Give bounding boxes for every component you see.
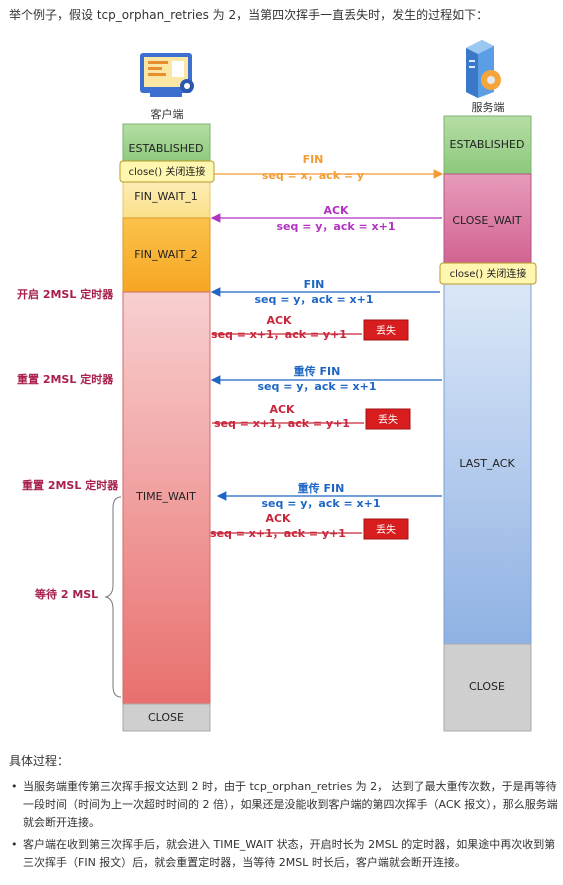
msg-2-detail: seq = y，ack = x+1 [276, 220, 395, 233]
lost-badge-1-label: 丢失 [376, 324, 396, 337]
server-close-button-label: close() 关闭连接 [450, 267, 527, 280]
msg-1-title: FIN [303, 153, 324, 166]
lost-badge-2-label: 丢失 [378, 413, 398, 426]
lost-badge-1 [363, 319, 409, 341]
client-state-time-wait [122, 291, 211, 705]
msg-7-detail: seq = y，ack = x+1 [261, 497, 380, 510]
client-label: 客户端 [151, 107, 184, 121]
server-state-established [443, 115, 532, 175]
timer-wait-label: 等待 2 MSL [34, 587, 98, 601]
msg-8-detail: seq = x+1，ack = y+1 [210, 527, 346, 540]
msg-1-detail: seq = x，ack = y [262, 169, 364, 182]
server-label: 服务端 [472, 101, 505, 114]
client-state-fin-wait-2 [122, 217, 211, 293]
details-title: 具体过程： [9, 754, 70, 768]
msg-5-title: 重传 FIN [294, 364, 341, 378]
msg-6-title: ACK [269, 403, 295, 416]
client-established-label: ESTABLISHED [129, 142, 204, 155]
msg-3-detail: seq = y，ack = x+1 [254, 293, 373, 306]
client-close-button-label: close() 关闭连接 [129, 165, 206, 178]
msg-8-title: ACK [265, 512, 291, 525]
server-last-ack-label: LAST_ACK [459, 457, 515, 470]
msg-7-title: 重传 FIN [298, 481, 345, 495]
client-state-close [122, 703, 211, 732]
steps-list: 当服务端重传第三次挥手报文达到 2 时，由于 tcp_orphan_retrie… [9, 778, 563, 876]
client-close-label: CLOSE [148, 711, 184, 724]
msg-3-title: FIN [304, 278, 325, 291]
timer-reset-2-label: 重置 2MSL 定时器 [22, 478, 119, 492]
server-state-close-wait [443, 173, 532, 275]
server-close-button[interactable] [439, 262, 537, 285]
msg-6-detail: seq = x+1，ack = y+1 [214, 417, 350, 430]
client-close-button[interactable] [119, 160, 215, 183]
lost-badge-3 [363, 518, 409, 540]
server-state-close [443, 643, 532, 732]
msg-4-title: ACK [266, 314, 292, 327]
server-close-wait-label: CLOSE_WAIT [452, 214, 522, 227]
lost-badge-3-label: 丢失 [376, 523, 396, 536]
msg-5-detail: seq = y，ack = x+1 [257, 380, 376, 393]
msg-2-title: ACK [323, 204, 349, 217]
timer-start-label: 开启 2MSL 定时器 [17, 287, 114, 301]
intro-text: 举个例子，假设 tcp_orphan_retries 为 2，当第四次挥手一直丢… [9, 8, 489, 22]
wait-brace [104, 496, 122, 698]
client-fin-wait-1-label: FIN_WAIT_1 [134, 190, 198, 203]
server-close-label: CLOSE [469, 680, 505, 693]
server-established-label: ESTABLISHED [450, 138, 525, 151]
lost-badge-2 [365, 408, 411, 430]
client-computer-icon [140, 53, 194, 97]
timer-reset-1-label: 重置 2MSL 定时器 [17, 372, 114, 386]
step-item-1: 当服务端重传第三次挥手报文达到 2 时，由于 tcp_orphan_retrie… [11, 778, 563, 832]
step-item-2: 客户端在收到第三次挥手后，就会进入 TIME_WAIT 状态，开启时长为 2MS… [11, 836, 563, 872]
msg-4-detail: seq = x+1，ack = y+1 [211, 328, 347, 341]
server-icon [466, 40, 501, 98]
client-fin-wait-2-label: FIN_WAIT_2 [134, 248, 198, 261]
client-time-wait-label: TIME_WAIT [135, 490, 196, 503]
